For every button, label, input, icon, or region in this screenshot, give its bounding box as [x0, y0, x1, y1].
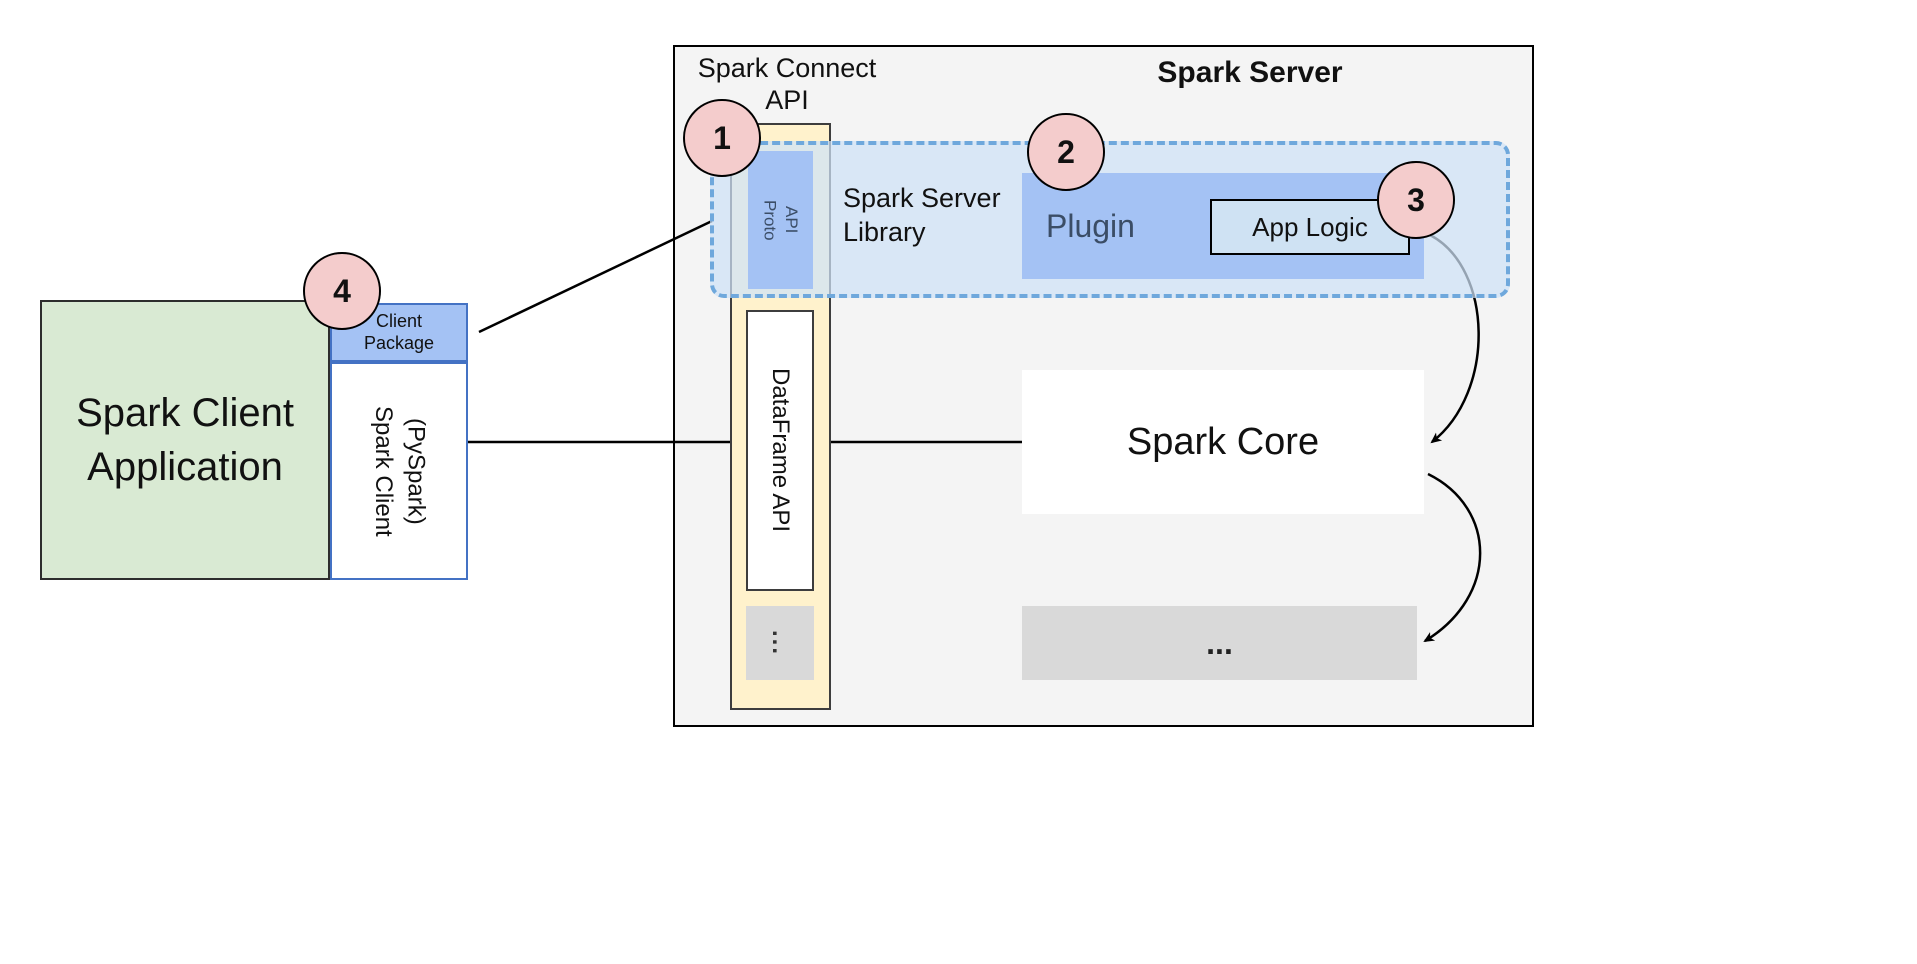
step-badge-2-number: 2: [1057, 133, 1075, 170]
app-logic-label: App Logic: [1252, 211, 1368, 242]
dataframe-api-box: DataFrame API: [746, 310, 814, 591]
server-more-box: ...: [1022, 606, 1417, 680]
spark-client-application-box: Spark Client Application: [40, 300, 330, 580]
spark-core-label: Spark Core: [1126, 420, 1320, 463]
step-badge-4: 4: [303, 252, 381, 330]
proto-api-label: Proto API: [760, 199, 801, 241]
dataframe-api-label: DataFrame API: [767, 368, 794, 533]
step-badge-2: 2: [1027, 113, 1105, 191]
proto-api-box: Proto API: [748, 151, 813, 289]
spark-server-title: Spark Server: [1157, 56, 1343, 89]
step-badge-1-number: 1: [713, 119, 731, 156]
server-more-label: ...: [1206, 624, 1233, 661]
spark-core-box: Spark Core: [1022, 370, 1424, 514]
spark-server-library-label: Spark Server Library: [843, 183, 1001, 247]
client-package-box: Client Package: [330, 303, 468, 362]
step-badge-1: 1: [683, 99, 761, 177]
step-badge-3-number: 3: [1407, 181, 1425, 218]
spark-client-pyspark-label: Spark Client (PySpark): [370, 405, 430, 537]
step-badge-4-number: 4: [333, 272, 351, 309]
api-column-more-label: ...: [767, 629, 794, 656]
spark-connect-api-label: Spark Connect API: [697, 53, 877, 116]
api-column-more-box: ...: [746, 606, 814, 680]
step-badge-3: 3: [1377, 161, 1455, 239]
spark-client-pyspark-box: Spark Client (PySpark): [330, 362, 468, 580]
app-logic-box: App Logic: [1210, 199, 1410, 255]
plugin-label: Plugin: [1046, 207, 1135, 244]
